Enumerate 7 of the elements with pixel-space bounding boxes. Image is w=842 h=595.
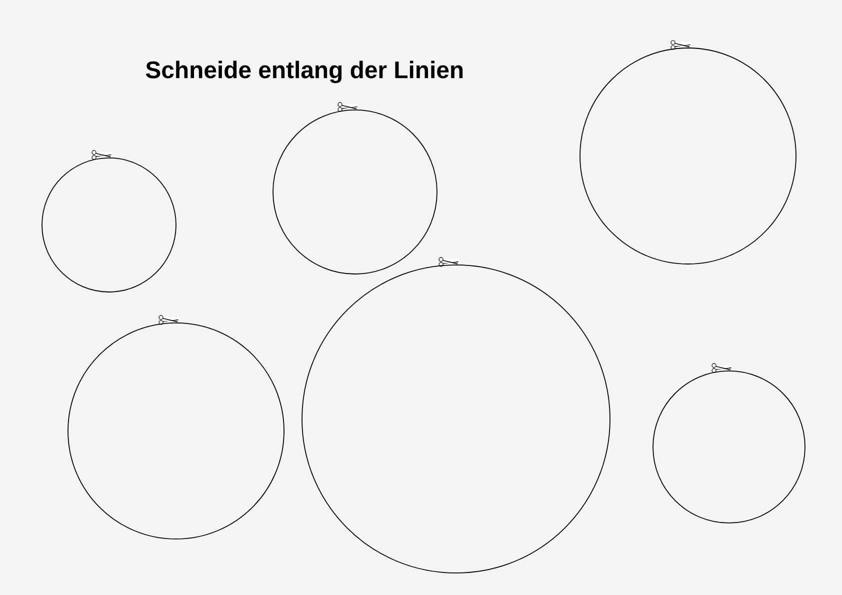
cut-circle <box>272 110 438 274</box>
cut-circle <box>652 370 806 524</box>
cut-circle <box>580 48 796 264</box>
cut-circle <box>42 158 176 292</box>
title: Schneide entlang der Linien <box>146 60 463 84</box>
cut-circle <box>302 264 610 574</box>
cut-circle <box>68 322 284 540</box>
